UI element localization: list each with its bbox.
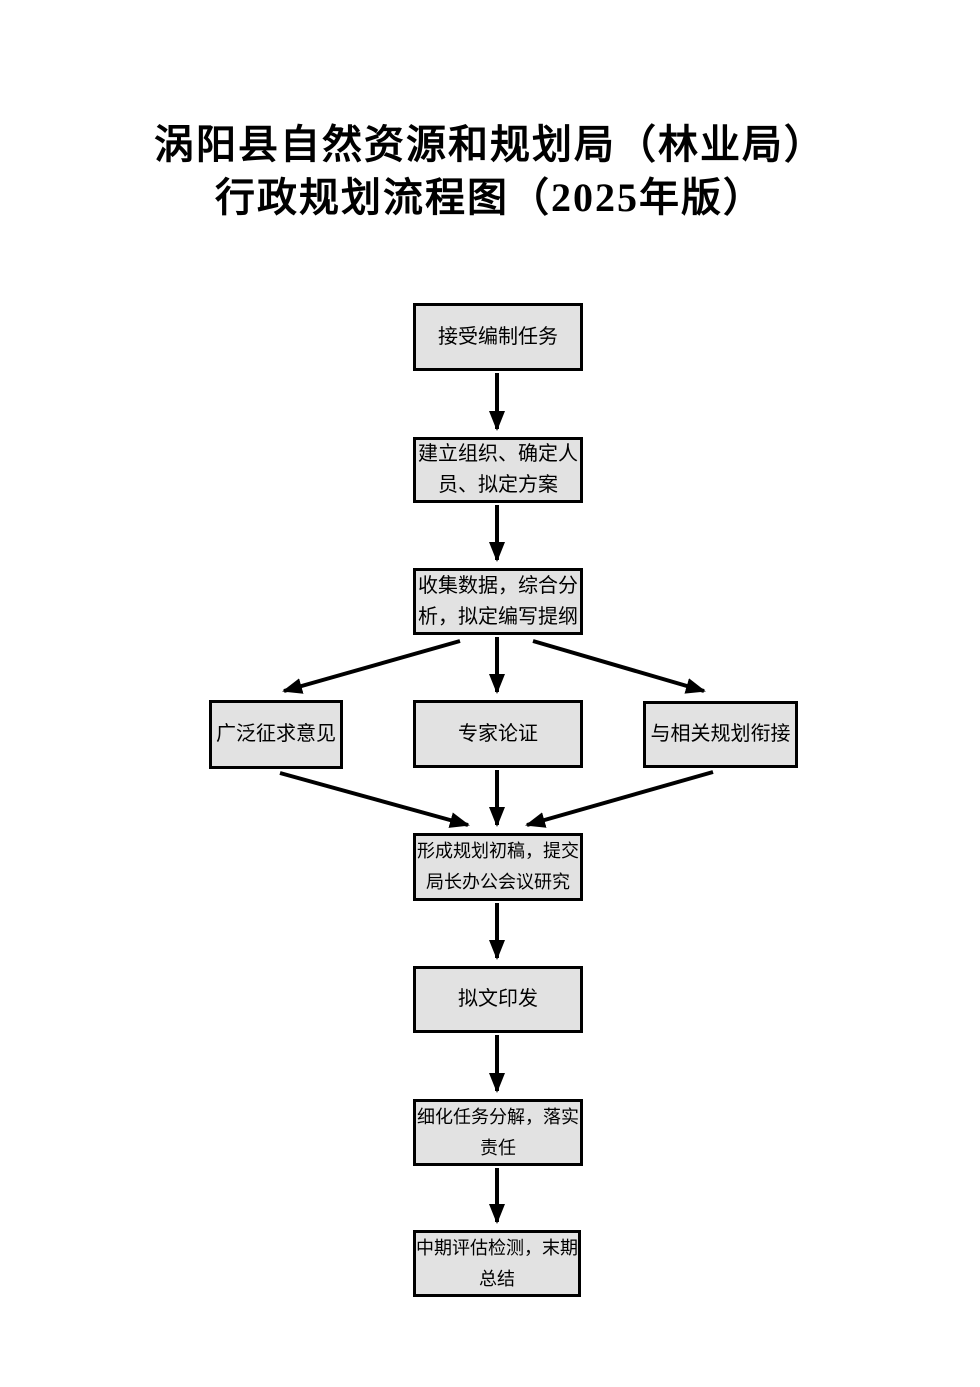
flow-node-draft-plan: 形成规划初稿，提交 局长办公会议研究 xyxy=(413,833,583,901)
flow-node-plan-alignment: 与相关规划衔接 xyxy=(643,701,798,768)
node-label-line: 接受编制任务 xyxy=(438,325,558,348)
node-label-line: 拟文印发 xyxy=(458,988,538,1010)
node-label-line: 析，拟定编写提纲 xyxy=(418,605,578,628)
node-label-line: 收集数据，综合分 xyxy=(418,574,578,597)
flow-node-task-breakdown: 细化任务分解，落实 责任 xyxy=(413,1099,583,1166)
node-label-line: 与相关规划衔接 xyxy=(650,723,791,745)
node-label-line: 员、拟定方案 xyxy=(438,474,558,496)
flow-node-evaluation: 中期评估检测，末期 总结 xyxy=(413,1230,581,1297)
arrow-alignment-to-draft xyxy=(525,770,714,828)
arrow-collect-to-alignment xyxy=(532,639,706,694)
node-label-line: 总结 xyxy=(479,1268,515,1289)
page-title-line2: 行政规划流程图（2025年版） xyxy=(215,175,765,220)
node-label-line: 细化任务分解，落实 xyxy=(417,1106,579,1127)
node-label-line: 形成规划初稿，提交 xyxy=(417,841,579,861)
flow-node-solicit-opinions: 广泛征求意见 xyxy=(209,700,343,769)
arrow-solicit-to-draft xyxy=(279,771,470,828)
flow-node-expert-review: 专家论证 xyxy=(413,700,583,768)
page-title: 涡阳县自然资源和规划局（林业局） 行政规划流程图（2025年版） xyxy=(0,118,980,224)
node-label-line: 广泛征求意见 xyxy=(216,723,336,745)
flow-node-setup-org: 建立组织、确定人 员、拟定方案 xyxy=(413,437,583,503)
node-label-line: 专家论证 xyxy=(458,722,538,745)
node-label-line: 责任 xyxy=(480,1137,516,1158)
flow-node-collect-data: 收集数据，综合分 析，拟定编写提纲 xyxy=(413,568,583,635)
page-title-line1: 涡阳县自然资源和规划局（林业局） xyxy=(154,122,826,167)
arrow-collect-to-solicit xyxy=(282,639,461,694)
node-label-line: 建立组织、确定人 xyxy=(418,443,578,465)
flow-node-issue-document: 拟文印发 xyxy=(413,966,583,1033)
node-label-line: 局长办公会议研究 xyxy=(426,872,570,892)
flow-node-receive-task: 接受编制任务 xyxy=(413,303,583,371)
node-label-line: 中期评估检测，末期 xyxy=(416,1237,578,1258)
